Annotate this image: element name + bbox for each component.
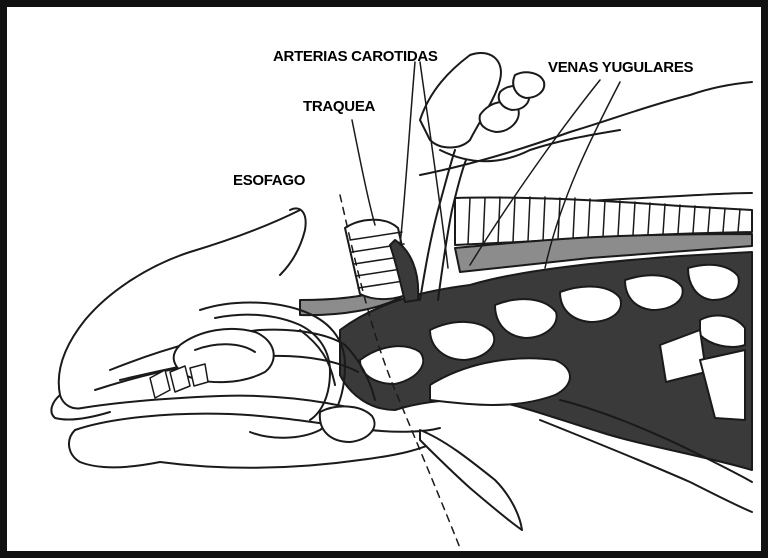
lower-jaw-outline [75,414,440,432]
label-trachea: TRAQUEA [303,98,375,115]
label-jugular-veins: VENAS YUGULARES [548,59,693,76]
teeth [150,364,208,398]
label-esophagus: ESOFAGO [233,172,305,189]
ear-outline [420,53,501,148]
label-carotid-arteries: ARTERIAS CAROTIDAS [273,48,438,65]
poll-knob-3 [513,72,544,98]
neck-mane-outline [420,82,752,175]
pharynx [320,406,375,442]
mandible-ramus [420,430,522,530]
carotid-pointer [400,62,415,245]
trachea-pointer [352,120,375,225]
jaw-bottom [160,440,440,468]
turbinate [174,329,274,382]
chin-outline [69,430,160,467]
